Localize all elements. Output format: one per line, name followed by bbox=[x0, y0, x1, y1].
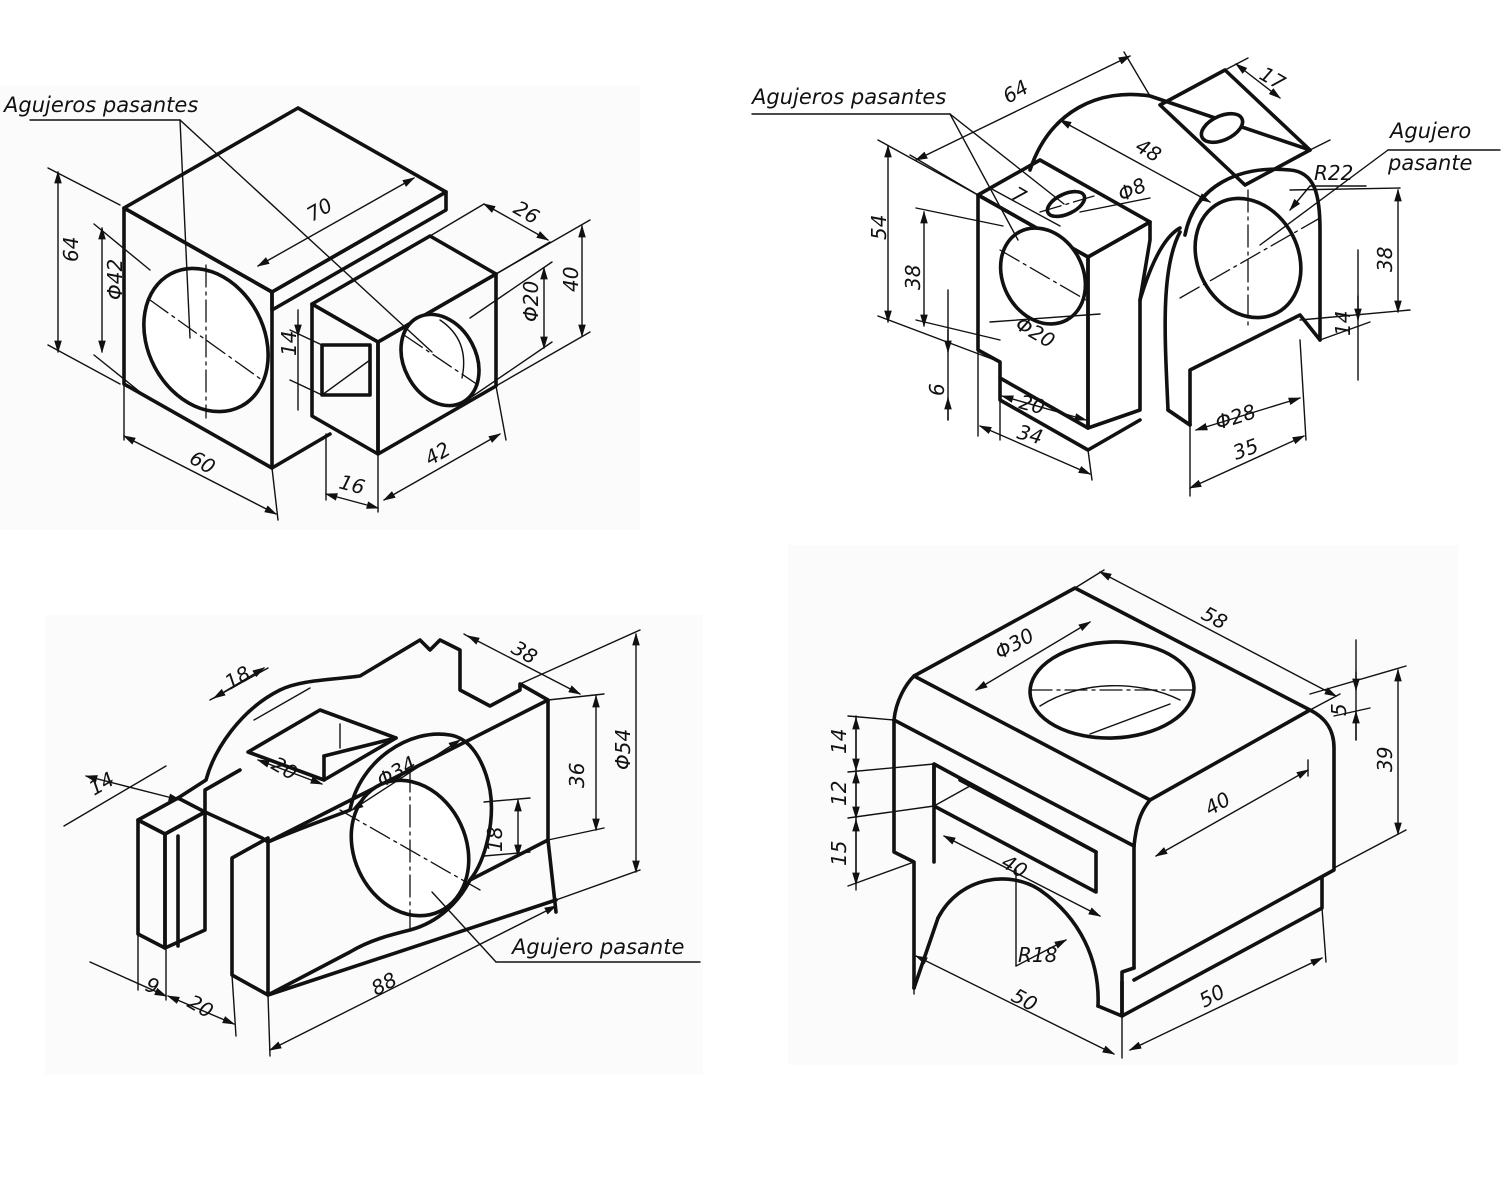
dim-17: 17 bbox=[1256, 62, 1290, 96]
dim-64: 64 bbox=[59, 237, 83, 262]
dim-15: 15 bbox=[827, 841, 851, 866]
dim-18-right: 18 bbox=[483, 827, 507, 852]
dim-14: 14 bbox=[827, 729, 851, 754]
dim-dia-28: Φ28 bbox=[1212, 399, 1259, 435]
callout-through-hole: Agujero pasante bbox=[510, 935, 684, 959]
dim-dia-42: Φ42 bbox=[103, 259, 127, 300]
dim-38-left: 38 bbox=[901, 265, 925, 290]
dim-20: 20 bbox=[1017, 390, 1048, 420]
drawing-bottom-left: 18 38 14 20 Φ34 36 Φ54 18 Agujero p bbox=[45, 615, 703, 1075]
dim-6: 6 bbox=[925, 383, 949, 396]
callout-through-holes: Agujeros pasantes bbox=[750, 85, 946, 109]
dim-35: 35 bbox=[1230, 433, 1262, 464]
drawing-bottom-right: 58 Φ30 14 12 15 5 39 40 40 bbox=[788, 545, 1458, 1065]
dim-r18: R18 bbox=[1018, 943, 1057, 967]
square-through-hole bbox=[320, 343, 372, 397]
dim-5: 5 bbox=[1327, 703, 1351, 716]
dim-64: 64 bbox=[999, 75, 1033, 109]
dim-dia-8: Φ8 bbox=[1114, 173, 1150, 207]
dim-12: 12 bbox=[827, 781, 851, 806]
dim-dia-54: Φ54 bbox=[611, 729, 635, 770]
callout-through-holes: Agujeros pasantes bbox=[2, 93, 198, 117]
drawing-top-left: Agujeros pasantes 64 Φ42 70 26 Φ20 40 bbox=[0, 85, 640, 530]
through-hole-right bbox=[1193, 196, 1303, 320]
drawing-top-right: Agujeros pasantes Agujero pasante 64 17 … bbox=[750, 51, 1501, 497]
dim-dia-20: Φ20 bbox=[519, 281, 543, 322]
dim-54: 54 bbox=[867, 215, 891, 240]
dim-r22: R22 bbox=[1314, 161, 1353, 185]
dim-14: 14 bbox=[1331, 311, 1355, 336]
dim-39: 39 bbox=[1373, 747, 1397, 772]
dim-40: 40 bbox=[559, 267, 583, 292]
callout-through-hole-1: Agujero bbox=[1388, 119, 1471, 143]
dim-7: 7 bbox=[1008, 182, 1031, 209]
callout-through-hole-2: pasante bbox=[1387, 151, 1472, 175]
through-hole-left bbox=[998, 226, 1088, 326]
dim-34: 34 bbox=[1015, 420, 1046, 450]
dim-14: 14 bbox=[277, 331, 301, 356]
dim-36: 36 bbox=[565, 763, 589, 788]
dim-38-right: 38 bbox=[1373, 247, 1397, 272]
